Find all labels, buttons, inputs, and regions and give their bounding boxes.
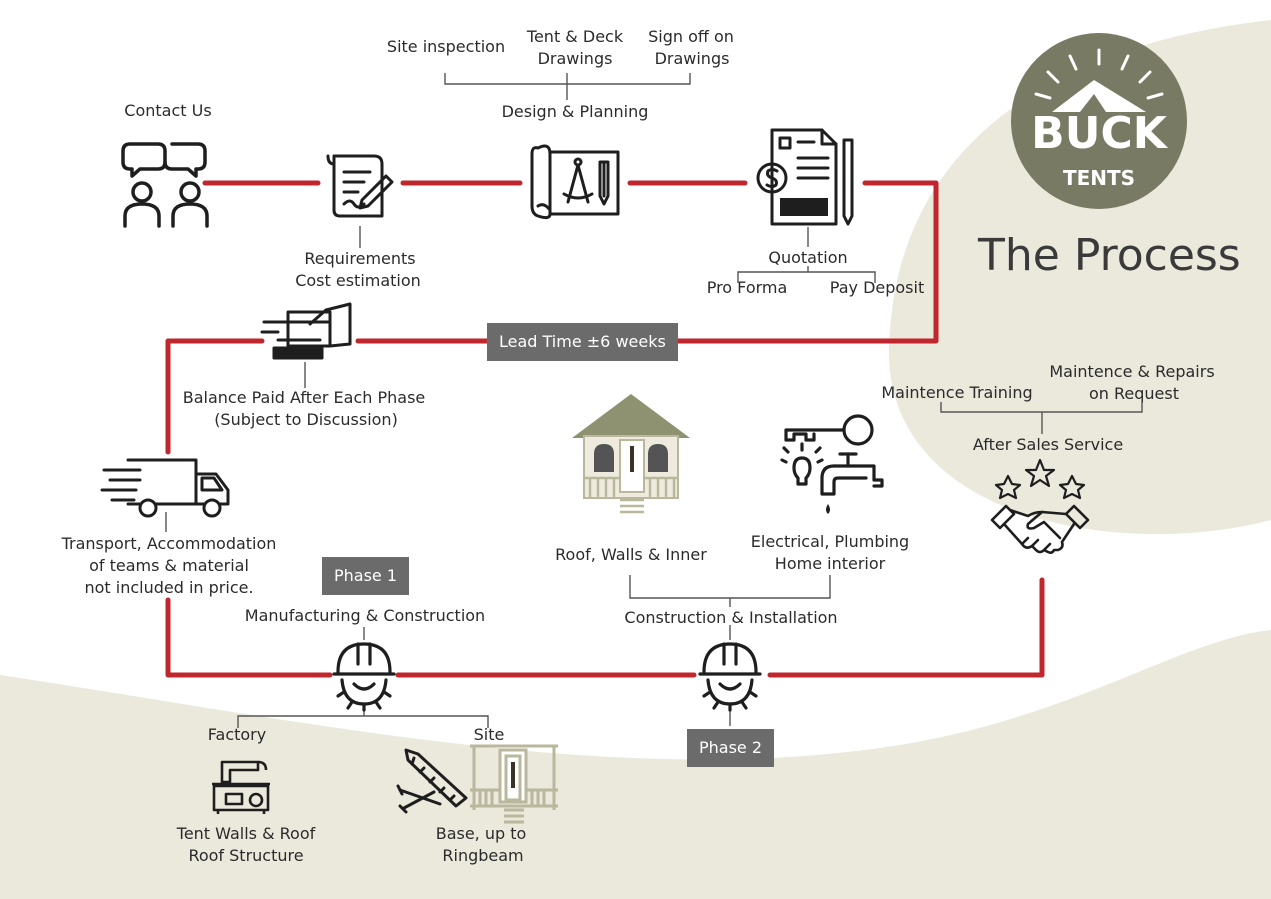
delivery-truck-icon (100, 458, 230, 518)
transport-label-line-1: Transport, Accommodation (61, 534, 277, 553)
process-path (165, 180, 1045, 678)
cabin-icon (572, 394, 690, 514)
invoice-dollar-icon (756, 128, 854, 226)
transport-label-line-2: of teams & material (89, 556, 249, 575)
blueprint-compass-icon (530, 144, 620, 220)
logo-sub-text: TENTS (1062, 166, 1136, 190)
card-payment-icon (260, 302, 352, 360)
transport-label-line-3: not included in price. (84, 578, 254, 597)
roof-walls-label: Roof, Walls & Inner (555, 545, 707, 564)
contact-label: Contact Us (124, 101, 212, 120)
roof-structure-label: Roof Structure (188, 846, 304, 865)
after-sales-label: After Sales Service (972, 435, 1124, 454)
page-title: The Process (978, 230, 1241, 281)
beige-bottom-shape (0, 630, 1271, 899)
quotation-label: Quotation (768, 248, 848, 267)
contract-pen-icon (326, 154, 394, 218)
maintenance-repairs-label: Maintence & Repairs (1049, 362, 1215, 381)
requirements-label: Requirements (304, 249, 416, 268)
buck-tents-logo: BUCK TENTS (1010, 32, 1188, 210)
sign-off-label: Sign off on (648, 27, 734, 46)
site-label: Site (473, 725, 505, 744)
phase-1-tag: Phase 1 (322, 557, 410, 595)
home-interior-label: Home interior (774, 554, 886, 573)
pay-deposit-label: Pay Deposit (829, 278, 925, 297)
logo-main-text: BUCK (1031, 108, 1167, 159)
on-request-label: on Request (1088, 384, 1180, 403)
handshake-stars-icon (990, 458, 1090, 554)
maintenance-training-label: Maintence Training (881, 383, 1033, 402)
sign-off-drawings-label: Drawings (654, 49, 730, 68)
base-label: Base, up to (435, 824, 527, 843)
ringbeam-label: Ringbeam (442, 846, 524, 865)
electrical-label: Electrical, Plumbing (750, 532, 910, 551)
cabin-icon (470, 744, 558, 824)
cost-estimation-label: Cost estimation (295, 271, 421, 290)
construction-label: Construction & Installation (624, 608, 838, 627)
saw-nails-icon (396, 748, 468, 814)
tent-deck-label: Tent & Deck (526, 27, 624, 46)
key-faucet-icon (780, 414, 884, 514)
sewing-machine-icon (212, 760, 270, 814)
balance-subject-label: (Subject to Discussion) (214, 410, 398, 429)
balance-paid-label: Balance Paid After Each Phase (182, 388, 426, 407)
phase-2-tag: Phase 2 (687, 729, 775, 767)
tent-walls-label: Tent Walls & Roof (176, 824, 316, 843)
tent-deck-drawings-label: Drawings (537, 49, 613, 68)
people-chat-icon (121, 142, 209, 228)
site-inspection-label: Site inspection (386, 37, 506, 56)
factory-label: Factory (207, 725, 267, 744)
hardhat-gear-icon (698, 642, 762, 712)
pro-forma-label: Pro Forma (706, 278, 788, 297)
manufacturing-label: Manufacturing & Construction (244, 606, 486, 625)
lead-time-tag: Lead Time ±6 weeks (487, 323, 678, 361)
hardhat-gear-icon (332, 642, 396, 712)
logo-badge-icon (1011, 33, 1187, 209)
design-planning-label: Design & Planning (501, 102, 649, 121)
